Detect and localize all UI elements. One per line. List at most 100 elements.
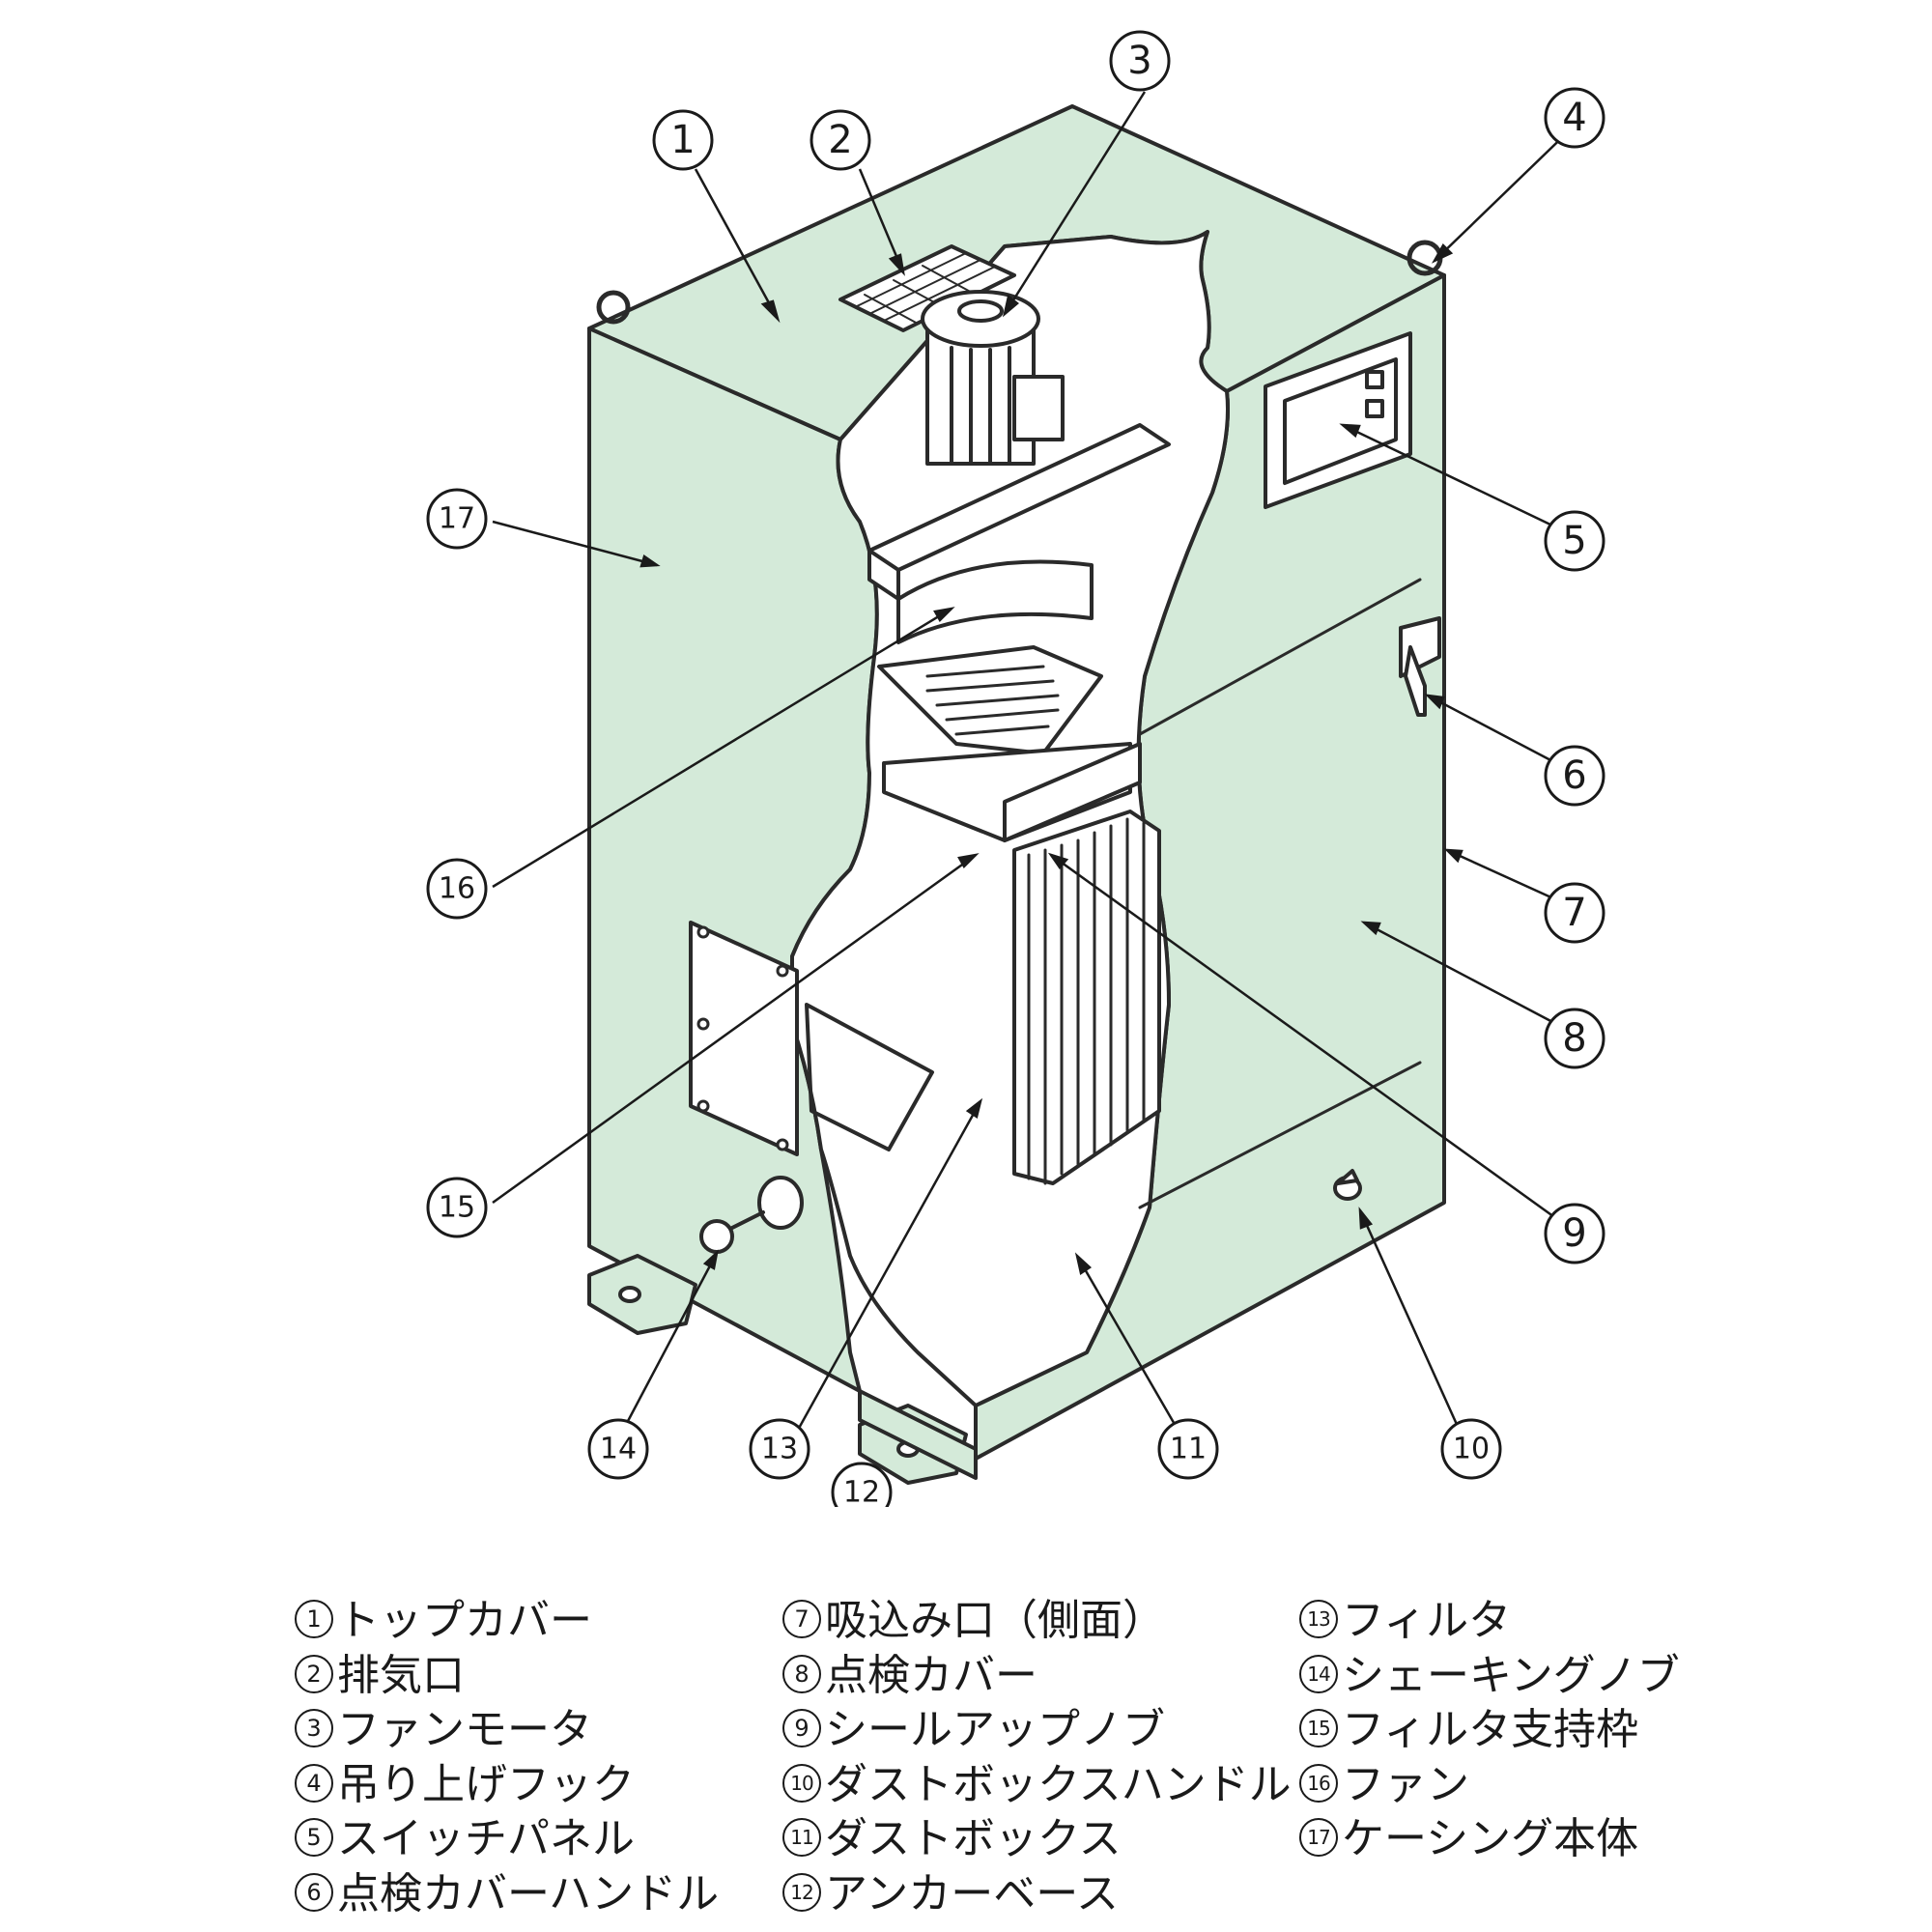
legend-number: 12 (782, 1872, 821, 1912)
filter-frame-tray (1003, 742, 1142, 842)
legend-number: 5 (295, 1818, 333, 1857)
callout-13-circle (749, 1418, 810, 1480)
leader-lines (492, 91, 1580, 1450)
filter-frame-slots (925, 665, 1060, 736)
callout-8-number: 8 (1562, 1016, 1586, 1061)
callout-10-number: 10 (1453, 1433, 1490, 1466)
switch-panel-shape (1264, 331, 1412, 509)
callout-4-number: 4 (1562, 96, 1586, 140)
callout-4-circle (1544, 87, 1605, 149)
callout-5-circle (1544, 510, 1605, 572)
legend-number: 15 (1299, 1709, 1338, 1747)
callout-9-number: 9 (1562, 1211, 1586, 1256)
legend-label: フィルタ支持枠 (1342, 1705, 1639, 1754)
legend-label: アンカーベース (825, 1868, 1120, 1918)
fan-housing-shape (896, 559, 1094, 644)
legend-number: 2 (295, 1654, 333, 1693)
legend-number: 7 (782, 1600, 821, 1638)
callout-13-number: 13 (761, 1433, 798, 1466)
legend-label: 吸込み口（側面） (825, 1596, 1165, 1645)
legend-label: ダストボックスハンドル (825, 1759, 1292, 1809)
legend-label: フィルタ (1342, 1596, 1512, 1645)
callout-2-circle (810, 109, 871, 171)
base-channel (858, 1389, 978, 1480)
legend-label: シールアップノブ (825, 1705, 1165, 1754)
callout-9-circle (1544, 1203, 1605, 1264)
callout-3-circle (1109, 30, 1171, 92)
legend-number: 10 (782, 1763, 821, 1803)
callout-17-number: 17 (439, 502, 475, 536)
callout-14-number: 14 (600, 1433, 637, 1466)
callout-14-circle (587, 1418, 649, 1480)
legend-label: 排気口 (337, 1650, 465, 1700)
legend-number: 8 (782, 1654, 821, 1693)
legend-number: 4 (295, 1763, 333, 1803)
filter-body (1012, 810, 1161, 1185)
legend-label: ダストボックス (825, 1814, 1122, 1863)
legend-label: スイッチパネル (337, 1814, 635, 1863)
callout-3-number: 3 (1127, 39, 1151, 83)
legend-label: 点検カバーハンドル (337, 1868, 720, 1918)
dust-collector-diagram: 1 2 3 4 5 6 7 8 9 10 11 12 13 14 15 16 1… (426, 30, 1605, 1508)
legend-number: 1 (295, 1600, 333, 1638)
callout-12-circle (831, 1462, 893, 1507)
callout-2-number: 2 (828, 118, 852, 162)
legend-label: ファンモータ (337, 1705, 592, 1754)
callout-16-number: 16 (439, 872, 475, 906)
callout-1-number: 1 (670, 118, 695, 162)
callout-7-number: 7 (1562, 891, 1586, 935)
anchor-base-left (587, 1254, 697, 1335)
exhaust-grille-mesh (854, 252, 996, 325)
legend-label: トップカバー (337, 1596, 592, 1645)
dust-box-handle-frame (805, 1003, 934, 1151)
legend-label: 点検カバー (825, 1650, 1037, 1700)
callout-6-number: 6 (1562, 753, 1586, 798)
legend-label: ファン (1342, 1759, 1469, 1809)
legend-label: 吊り上げフック (337, 1759, 635, 1809)
legend-number: 16 (1299, 1763, 1338, 1803)
callout-7-circle (1544, 882, 1605, 944)
legend-label: ケーシング本体 (1342, 1814, 1639, 1863)
inspection-cover-seam-top (1138, 578, 1422, 736)
callout-17-circle (426, 488, 488, 550)
fan-motor-shape (921, 290, 1065, 466)
side-panel-plate (689, 921, 799, 1156)
exhaust-grille (838, 244, 1016, 332)
legend-number: 14 (1299, 1654, 1338, 1693)
legend-number: 17 (1299, 1818, 1338, 1857)
callout-8-circle (1544, 1008, 1605, 1069)
callout-11-number: 11 (1170, 1433, 1207, 1466)
legend-number: 11 (782, 1818, 821, 1857)
legend-number: 9 (782, 1709, 821, 1747)
callout-12-number: 12 (843, 1476, 880, 1508)
callout-5-number: 5 (1562, 519, 1586, 563)
callout-1-circle (652, 109, 714, 171)
callout-15-number: 15 (439, 1191, 475, 1225)
filter-frame-box (882, 742, 1132, 842)
anchor-base-left-hole (618, 1286, 641, 1303)
callout-10-circle (1440, 1418, 1502, 1480)
side-panel-bolts (696, 925, 789, 1151)
callout-11-circle (1157, 1418, 1219, 1480)
legend-number: 3 (295, 1709, 333, 1747)
legend-label: シェーキングノブ (1342, 1650, 1680, 1700)
